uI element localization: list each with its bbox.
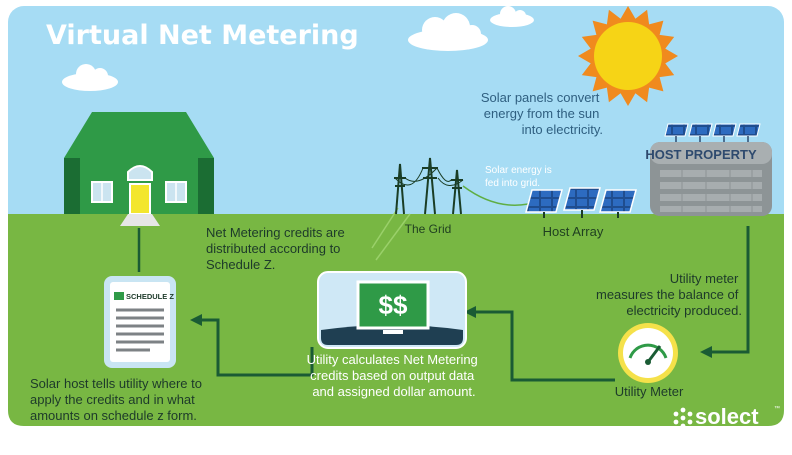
grid-label: The Grid xyxy=(405,222,452,236)
solar-panel-icon xyxy=(664,123,689,142)
form-title: SCHEDULE Z xyxy=(126,292,174,301)
brand-tm: ™ xyxy=(774,405,780,412)
utility-caption: Utility calculates Net Metering credits … xyxy=(307,352,482,399)
host-caption: Solar host tells utility where to apply … xyxy=(30,376,206,423)
host-property-building-icon xyxy=(650,142,772,216)
cloud-icon xyxy=(490,6,534,27)
page-title: Virtual Net Metering xyxy=(46,20,359,51)
cloud-icon xyxy=(62,64,118,91)
solect-logo-icon xyxy=(673,407,693,429)
schedule-z-form-icon xyxy=(104,276,176,368)
solar-panel-icon xyxy=(688,123,713,142)
sun-caption: Solar panels convert energy from the sun… xyxy=(481,90,603,137)
solar-panel-icon xyxy=(525,189,563,218)
brand-name: solect xyxy=(695,404,759,429)
grid-feed-caption: Solar energy is fed into grid. xyxy=(485,165,554,189)
monitor-icon xyxy=(317,271,467,349)
brand-tagline: Smart Solar. Smart Business. xyxy=(672,431,777,440)
solect-logo: solect ™ Smart Solar. Smart Business. xyxy=(672,404,780,440)
solar-panel-icon xyxy=(563,187,601,218)
solar-panel-icon xyxy=(599,189,637,218)
cloud-icon xyxy=(408,13,488,51)
power-grid-icon xyxy=(371,157,529,261)
credits-caption: Net Metering credits are distributed acc… xyxy=(206,225,348,272)
meter-arrow xyxy=(700,226,750,358)
utility-meter-icon xyxy=(618,323,678,383)
house-icon xyxy=(64,112,214,226)
meter-caption: Utility meter measures the balance of el… xyxy=(596,271,742,318)
meter-label: Utility Meter xyxy=(615,384,684,399)
solar-panel-icon xyxy=(712,123,737,142)
utility-arrow xyxy=(464,306,615,382)
solar-panel-icon xyxy=(736,123,761,142)
host-property-label: HOST PROPERTY xyxy=(645,147,757,162)
host-array-label: Host Array xyxy=(543,224,604,239)
form-arrow xyxy=(190,314,314,377)
monitor-dollar-text: $$ xyxy=(379,290,408,320)
sun-icon xyxy=(578,6,678,106)
